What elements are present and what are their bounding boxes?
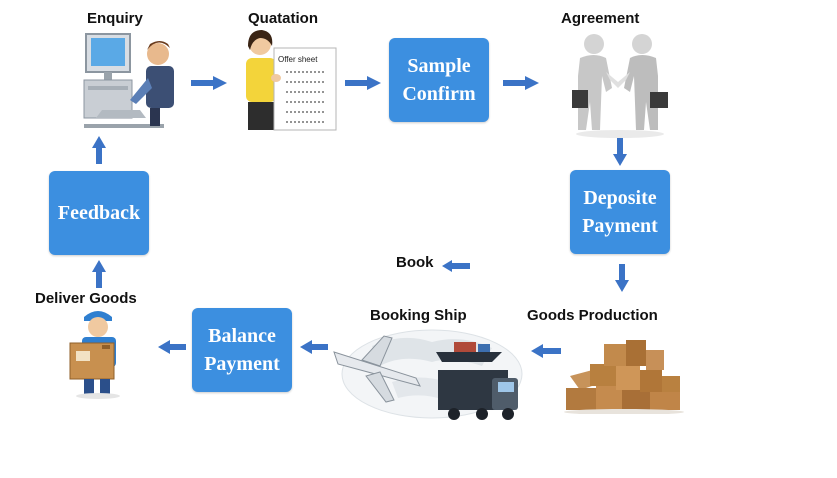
quatation-label: Quatation [248,10,318,27]
arrow-quatation-to-sample [345,76,381,90]
book-label: Book [396,254,434,271]
offer-sheet-text: Offer sheet [278,55,318,64]
arrow-feedback-to-enquiry [92,136,106,164]
arrow-balance-to-deliver [158,340,186,354]
deposite-payment-line-2: Payment [582,215,658,237]
balance-payment-box: Balance Payment [192,308,292,392]
person-at-computer-icon [83,33,174,128]
arrow-book [442,260,470,272]
arrow-sample-to-agreement [503,76,539,90]
deposite-payment-line-1: Deposite [583,187,657,209]
plane-ship-truck-icon [333,329,523,420]
enquiry-label: Enquiry [87,10,143,27]
woman-with-offer-sheet-icon: Offer sheet [246,30,337,131]
arrow-deliver-to-feedback [92,260,106,288]
arrow-agreement-to-deposite [613,138,627,166]
goods-production-label: Goods Production [527,307,658,324]
deposite-payment-box: Deposite Payment [570,170,670,254]
delivery-man-with-box-icon [69,311,120,399]
booking-ship-label: Booking Ship [370,307,467,324]
feedback-box: Feedback [49,171,149,255]
arrow-enquiry-to-quatation [191,76,227,90]
balance-payment-line-2: Payment [204,353,280,375]
sample-confirm-line-1: Sample [407,55,471,77]
handshake-icon [572,34,668,138]
balance-payment-line-1: Balance [208,325,276,347]
feedback-line-1: Feedback [57,202,141,224]
deliver-goods-label: Deliver Goods [35,290,137,307]
arrow-booking-to-balance [300,340,328,354]
stacked-boxes-icon [564,340,684,414]
sample-confirm-box: Sample Confirm [389,38,489,122]
sample-confirm-line-2: Confirm [402,83,476,105]
arrow-deposite-to-production [615,264,629,292]
arrow-production-to-booking [531,344,561,358]
agreement-label: Agreement [561,10,640,27]
